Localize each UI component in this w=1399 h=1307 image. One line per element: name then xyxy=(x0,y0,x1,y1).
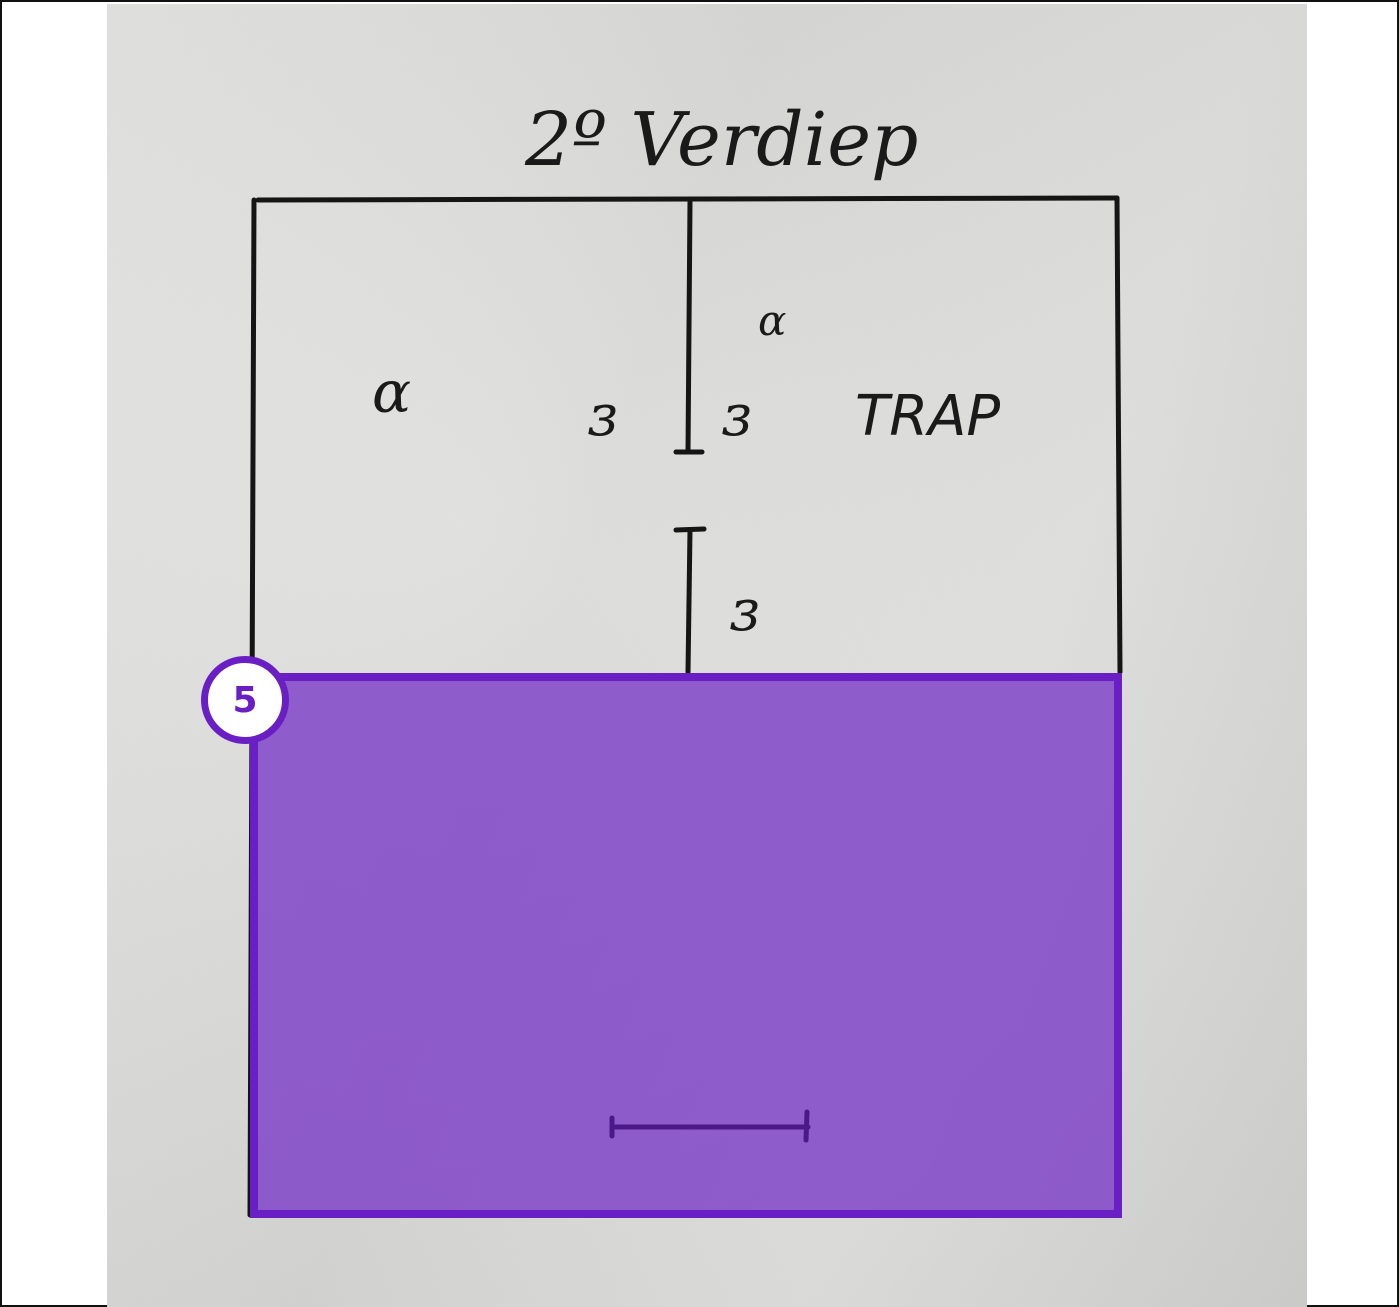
right-room-top-symbol: α xyxy=(758,296,786,345)
interior-wall xyxy=(673,199,707,675)
floor-title: 2º Verdiep xyxy=(524,97,918,183)
bottom-wall-segment xyxy=(609,1109,811,1143)
right-wall xyxy=(1114,195,1123,675)
region-number-badge: 5 xyxy=(201,656,289,744)
lower-door-symbol: ɜ xyxy=(730,576,760,644)
left-room-door-symbol: ɜ xyxy=(588,381,618,449)
interior-wall-upper xyxy=(685,199,693,455)
top-wall xyxy=(255,195,1120,203)
wall-segment-cap-right xyxy=(803,1109,810,1143)
right-room-door-symbol: ɜ xyxy=(722,381,752,449)
stair-label: TRAP xyxy=(855,384,1000,449)
left-room-symbol: α xyxy=(372,358,411,426)
interior-wall-lower xyxy=(685,527,693,675)
